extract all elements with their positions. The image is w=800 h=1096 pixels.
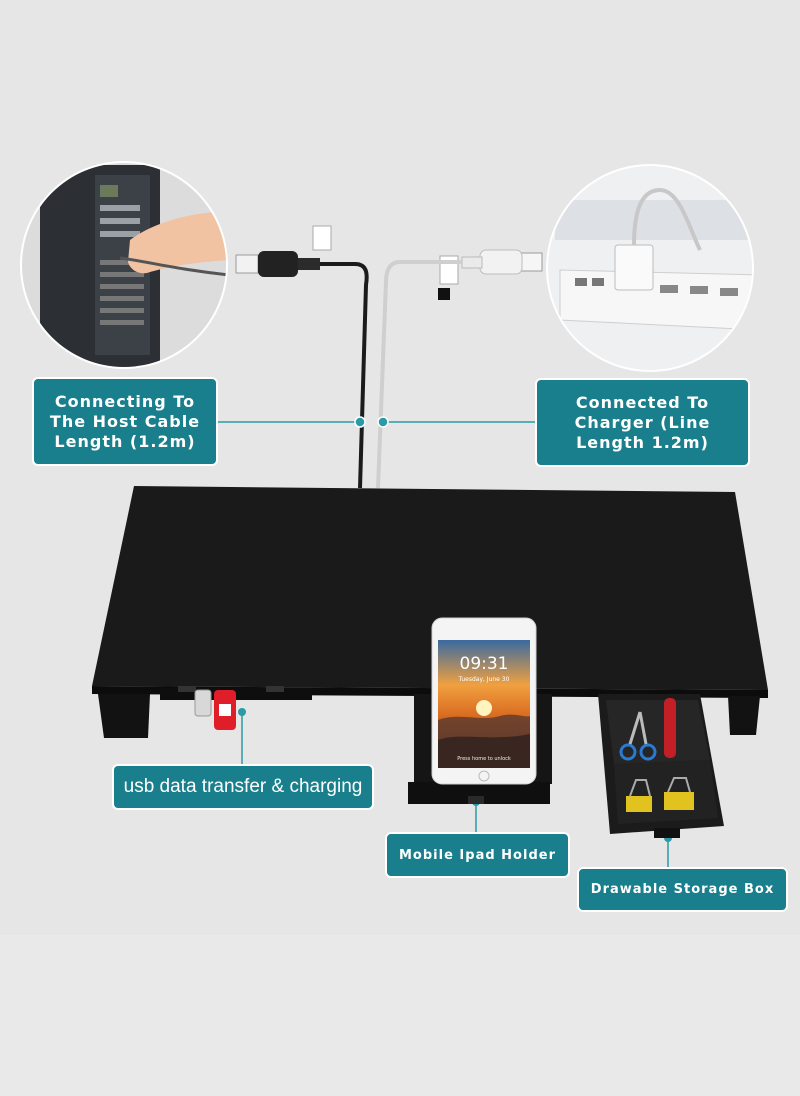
host-computer-photo [20,161,228,369]
storage-drawer [598,694,724,838]
phone-unlock-hint: Press home to unlock [457,756,511,762]
usb-sticks [194,689,236,730]
phone-screen: 09:31 Tuesday, June 30 Press home to unl… [438,640,530,768]
lower-background [0,935,800,1096]
host-usb-cable [235,225,369,489]
storage-box-label: Drawable Storage Box [577,867,788,912]
usb-feature-label: usb data transfer & charging [112,764,374,810]
phone-date: Tuesday, June 30 [458,676,510,683]
phone-holder-label: Mobile Ipad Holder [385,832,570,878]
smartphone [431,617,537,785]
monitor-stand [92,486,768,738]
charger-photo [546,164,754,372]
host-cable-label: Connecting To The Host Cable Length (1.2… [32,377,218,466]
charger-cable-label: Connected To Charger (Line Length 1.2m) [535,378,750,467]
charger-usb-cable [376,249,543,489]
phone-clock: 09:31 [459,654,509,674]
